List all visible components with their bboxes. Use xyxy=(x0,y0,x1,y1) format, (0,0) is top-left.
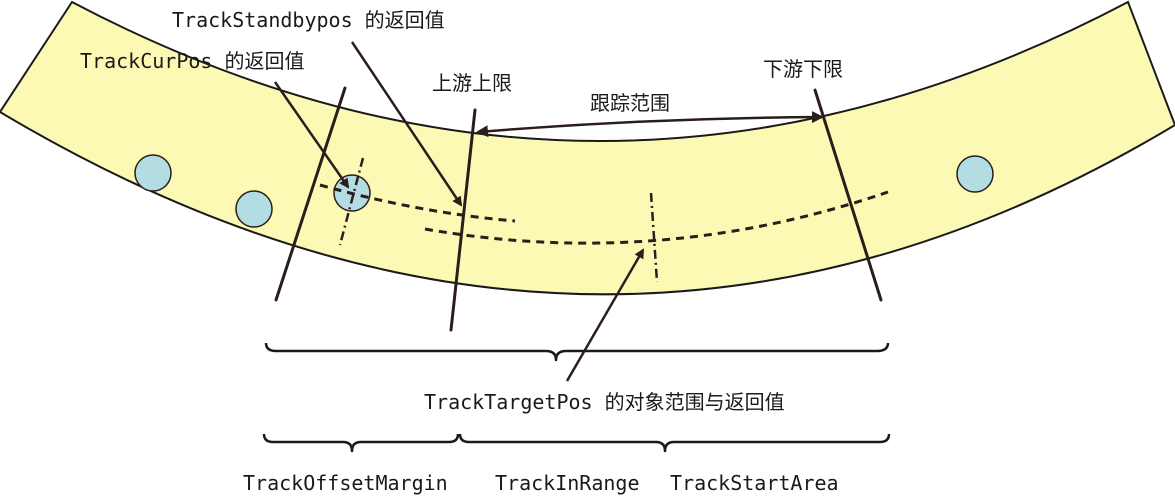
standby-pointer-arrow xyxy=(350,41,463,207)
target-range-brace xyxy=(264,342,890,362)
workpiece-4 xyxy=(956,155,994,193)
current-pos-cross-vertical xyxy=(338,157,365,246)
offset-margin-brace xyxy=(262,433,460,453)
start-area-label: TrackStartArea xyxy=(670,471,839,495)
target-pointer-arrow xyxy=(565,248,645,382)
standby-track-path xyxy=(319,183,516,223)
offset-margin-label: TrackOffsetMargin xyxy=(243,471,448,495)
tracking-range-arrow xyxy=(476,111,824,138)
upstream-limit-line xyxy=(449,108,477,332)
target-pos-cross-vertical xyxy=(649,192,659,283)
current-pointer-arrow xyxy=(273,81,350,189)
target-pos-label: TrackTargetPos 的对象范围与返回值 xyxy=(424,390,785,414)
workpiece-2 xyxy=(235,190,273,228)
upstream-limit-label: 上游上限 xyxy=(432,71,512,95)
workpiece-1 xyxy=(134,154,172,192)
in-range-label: TrackInRange xyxy=(495,471,640,495)
downstream-limit-label: 下游下限 xyxy=(763,57,843,81)
downstream-limit-line xyxy=(813,88,883,302)
offset-margin-start-line xyxy=(274,86,347,302)
tracking-range-label: 跟踪范围 xyxy=(590,91,670,115)
standby-pos-label: TrackStandbypos 的返回值 xyxy=(172,8,445,32)
in-range-start-area-brace xyxy=(458,433,891,453)
current-pos-label: TrackCurPos 的返回值 xyxy=(80,49,305,73)
conveyor-band xyxy=(0,0,1175,296)
